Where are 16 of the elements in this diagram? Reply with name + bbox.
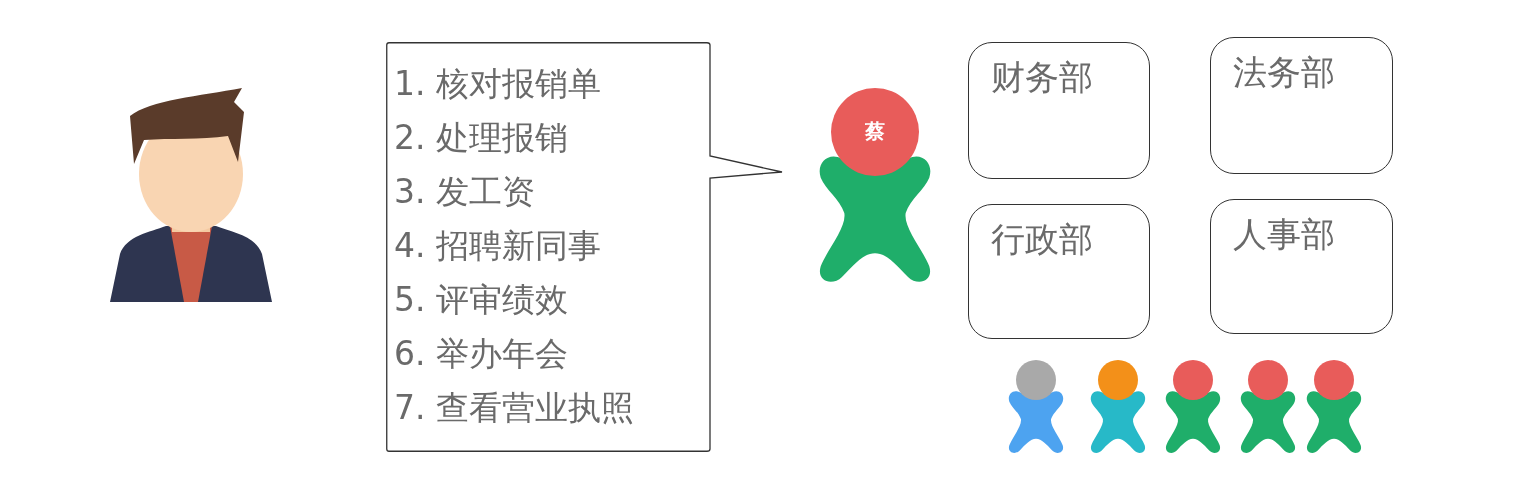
list-item: 4. 招聘新同事 xyxy=(394,226,601,266)
list-item: 6. 举办年会 xyxy=(394,334,568,374)
list-item: 3. 发工资 xyxy=(394,172,535,212)
department-label: 财务部 xyxy=(991,57,1093,98)
list-item: 2. 处理报销 xyxy=(394,118,568,158)
list-item: 5. 评审绩效 xyxy=(394,280,568,320)
department-label: 行政部 xyxy=(991,219,1093,260)
department-label: 法务部 xyxy=(1233,52,1335,93)
department-box xyxy=(968,204,1150,339)
name-label: 蔡 xyxy=(865,121,885,141)
list-item: 7. 查看营业执照 xyxy=(394,388,634,428)
department-box xyxy=(1210,37,1393,174)
department-box xyxy=(968,42,1150,179)
department-box xyxy=(1210,199,1393,334)
department-label: 人事部 xyxy=(1233,214,1335,255)
list-item: 1. 核对报销单 xyxy=(394,64,601,104)
